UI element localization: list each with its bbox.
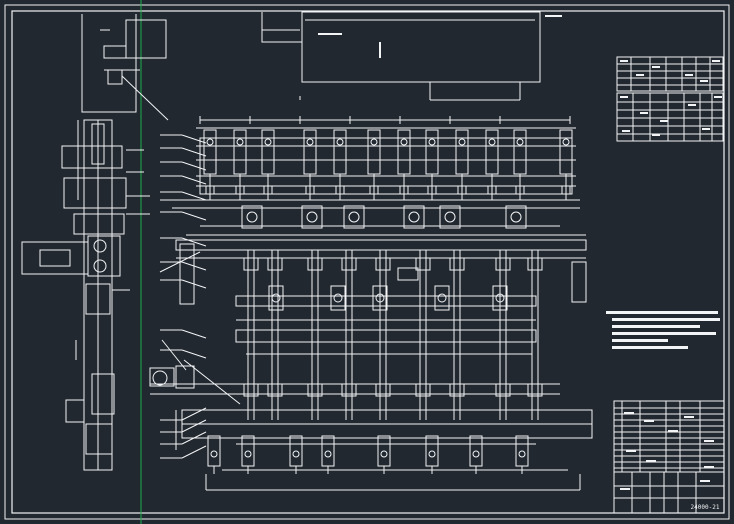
drawing-frame [4,4,730,520]
top-hopper-box [261,11,562,101]
leader-lines [159,134,207,459]
technical-notes [606,311,720,349]
left-top-boxes [81,14,169,121]
parts-list-title-block [613,400,725,514]
drawing-number: 24000-21 [691,504,720,511]
left-side-elevation [21,119,150,471]
parameter-table-top [616,56,724,142]
main-front-elevation [149,116,593,491]
